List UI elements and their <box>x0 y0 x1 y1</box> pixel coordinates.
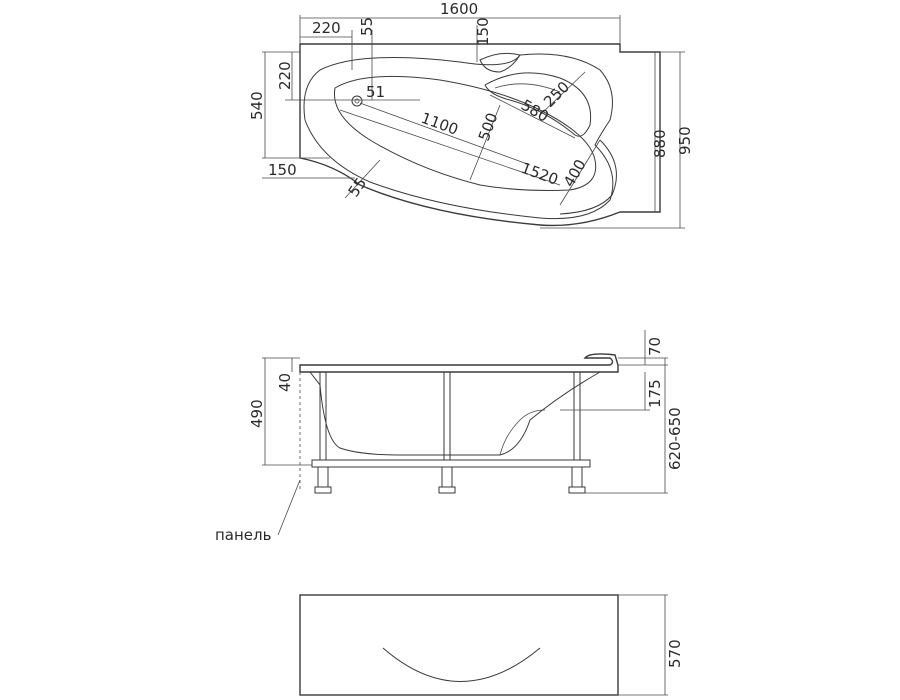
dim-line-250 <box>539 71 586 116</box>
dim-line-55-diag <box>344 159 381 199</box>
side-view-inner-curve <box>499 409 546 456</box>
side-view-body <box>309 371 601 456</box>
dim-label-500: 500 <box>475 110 502 143</box>
dim-label-1520: 1520 <box>519 159 561 189</box>
dim-label-1100: 1100 <box>419 109 461 139</box>
leg-right-foot <box>568 486 586 494</box>
drain-icon <box>351 95 363 107</box>
top-view-inner-basin <box>333 75 597 191</box>
top-view-headrest-top <box>479 52 521 73</box>
leg-left <box>317 466 329 488</box>
leg-mid-foot <box>438 486 456 494</box>
dim-label-490: 490 <box>248 399 266 428</box>
dim-label-150-bottom: 150 <box>268 161 297 179</box>
dim-label-220-left: 220 <box>276 61 294 90</box>
front-panel <box>299 594 619 696</box>
top-view-headrest <box>484 72 592 137</box>
top-view-rim-outline <box>303 53 614 220</box>
drain-inner-icon <box>354 98 360 104</box>
dim-label-1600: 1600 <box>440 0 478 18</box>
top-view-outer-outline <box>299 43 661 227</box>
leg-left-foot <box>314 486 332 494</box>
side-view-rim <box>299 353 619 373</box>
dim-label-175: 175 <box>646 379 664 408</box>
top-view: 1600 220 55 150 540 220 51 1100 500 250 … <box>248 0 694 229</box>
dim-label-40: 40 <box>276 373 294 392</box>
dim-line-400 <box>559 139 601 206</box>
dim-label-150-top: 150 <box>474 17 492 46</box>
panel-leader-line <box>277 479 301 536</box>
top-view-corner-seat <box>559 139 617 215</box>
dim-label-570: 570 <box>666 639 684 668</box>
dim-label-950: 950 <box>676 126 694 155</box>
dim-label-51: 51 <box>366 83 385 101</box>
dim-label-220: 220 <box>312 19 341 37</box>
dim-label-880: 880 <box>651 129 669 158</box>
dim-label-70: 70 <box>646 337 664 356</box>
dim-line-580 <box>489 94 576 139</box>
side-view: 490 40 70 175 620-650 панель <box>215 330 684 544</box>
panel-label: панель <box>215 526 271 544</box>
dim-line-500 <box>469 104 501 181</box>
dim-label-540: 540 <box>248 91 266 120</box>
leg-mid <box>441 466 453 488</box>
top-view-headrest-contour <box>494 83 561 93</box>
panel-view: 570 <box>299 594 684 696</box>
dim-line-1520 <box>339 109 561 186</box>
dim-label-620-650: 620-650 <box>666 407 684 470</box>
frame-bottom-bar <box>311 459 591 468</box>
dim-line-1100 <box>359 102 531 166</box>
front-panel-arc <box>382 647 541 682</box>
leg-right <box>571 466 583 488</box>
dim-label-55-top: 55 <box>358 17 376 36</box>
